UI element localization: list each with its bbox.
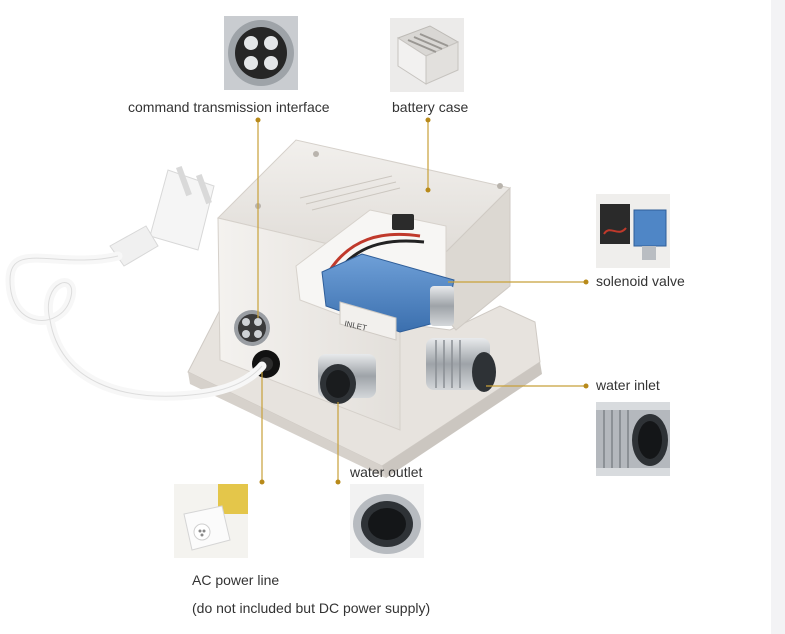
label-ac-power-line: AC power line <box>192 572 280 588</box>
label-solenoid-valve: solenoid valve <box>596 273 685 289</box>
thumb-command-interface <box>224 16 298 90</box>
label-water-inlet: water inlet <box>596 377 660 393</box>
thumb-water-outlet <box>350 484 424 558</box>
thumb-solenoid-valve <box>596 194 670 268</box>
thumb-battery-case <box>390 18 464 92</box>
thumb-water-inlet <box>596 402 670 476</box>
label-command-interface: command transmission interface <box>128 99 330 115</box>
label-battery-case: battery case <box>392 99 469 115</box>
outlet-pipe <box>318 354 376 404</box>
label-ac-power-note: (do not included but DC power supply) <box>192 600 431 616</box>
connector-4pin <box>234 310 270 346</box>
ac-plug <box>109 165 215 267</box>
page-edge-strip <box>771 0 785 634</box>
label-water-outlet: water outlet <box>350 464 423 480</box>
thumb-ac-power <box>174 484 248 558</box>
inlet-pipe <box>426 338 496 392</box>
